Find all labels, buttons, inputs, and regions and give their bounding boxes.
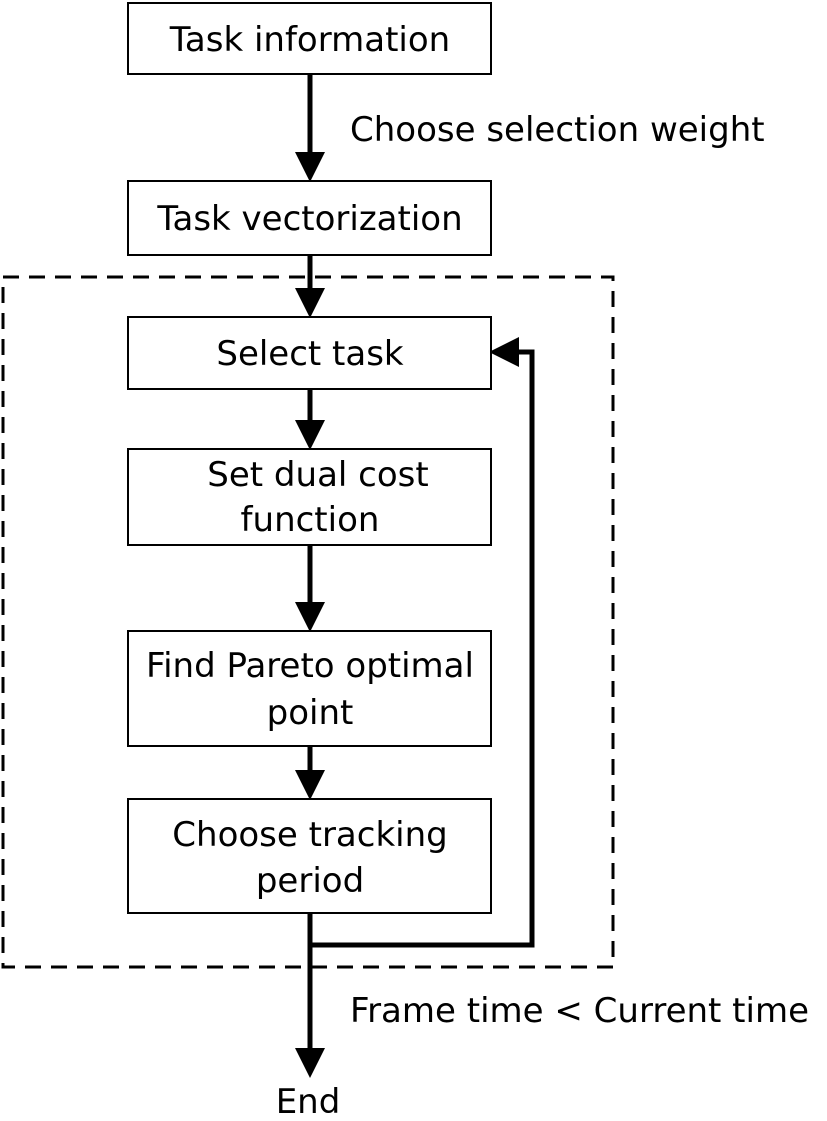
node-label-task-vectorization: Task vectorization [156,199,462,239]
node-task-vectorization [127,180,492,256]
node-select-task [127,316,492,390]
node-choose-tracking-period [127,798,492,914]
node-label-set-dual-cost-line1: Set dual cost [207,455,428,495]
node-label-set-dual-cost-line2: function [241,500,380,540]
node-find-pareto-optimal-point [127,630,492,747]
node-label-choose-tracking-line1: Choose tracking [172,815,447,855]
node-label-task-information: Task information [169,20,450,60]
node-set-dual-cost-function [127,448,492,546]
terminal-end: End [276,1082,341,1121]
node-label-select-task: Select task [216,334,404,374]
edge-label-selection-weight: Choose selection weight [350,110,765,150]
node-label-find-pareto-line2: point [267,693,354,733]
loop-back-arrow [307,337,535,948]
edge-label-loop-condition: Frame time < Current time [350,991,809,1031]
node-label-find-pareto-line1: Find Pareto optimal [146,646,474,686]
node-task-information [127,2,492,75]
node-label-choose-tracking-line2: period [256,861,364,901]
